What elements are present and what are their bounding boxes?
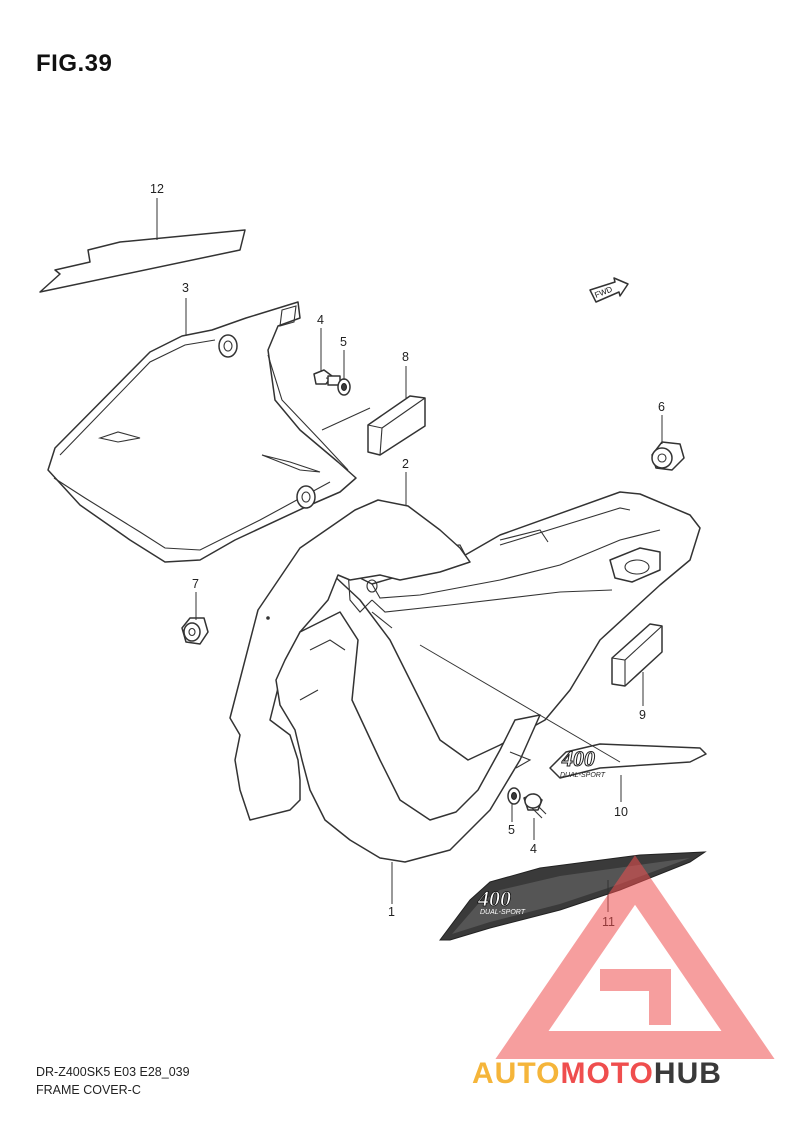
part-6-grommet <box>651 441 685 471</box>
part-5-washer-lower <box>507 787 521 805</box>
callout-3: 3 <box>182 281 189 295</box>
callout-8: 8 <box>402 350 409 364</box>
callout-12: 12 <box>150 182 164 196</box>
figure-caption: FRAME COVER-C <box>36 1083 141 1097</box>
part-10-emblem-decal: 400 DUAL-SPORT <box>549 743 707 779</box>
callout-7: 7 <box>192 577 199 591</box>
watermark-logo: AUTOMOTOHUB <box>472 855 775 1090</box>
callout-2: 2 <box>402 457 409 471</box>
callout-6: 6 <box>658 400 665 414</box>
model-code: DR-Z400SK5 E03 E28_039 <box>36 1065 190 1079</box>
part-4-screw-upper <box>313 369 341 386</box>
callout-1: 1 <box>388 905 395 919</box>
callout-labels: 12 3 4 5 8 6 2 7 9 10 5 4 1 11 <box>150 182 665 929</box>
part-4-screw-lower <box>523 793 547 819</box>
callout-5-upper: 5 <box>340 335 347 349</box>
part-7-grommet <box>181 617 209 645</box>
callout-5-lower: 5 <box>508 823 515 837</box>
watermark-moto: MOTO <box>560 1057 653 1090</box>
fwd-arrow-icon: FWD <box>589 277 629 303</box>
callout-4-upper: 4 <box>317 313 324 327</box>
part-9-cushion <box>611 623 663 687</box>
figure-title: FIG.39 <box>36 50 113 77</box>
callout-4-lower: 4 <box>530 842 537 856</box>
part-5-washer-upper <box>337 378 351 396</box>
callout-10: 10 <box>614 805 628 819</box>
leader-lines <box>156 198 663 912</box>
decal-10-text: DUAL-SPORT <box>560 772 606 779</box>
watermark-text: AUTOMOTOHUB <box>472 1057 722 1090</box>
decal-11-text: DUAL-SPORT <box>480 909 526 916</box>
watermark-hub: HUB <box>654 1057 722 1090</box>
part-12-protector <box>39 229 246 293</box>
part-3-upper-cover <box>47 301 357 563</box>
watermark-auto: AUTO <box>472 1057 560 1090</box>
decal-10-number: 400 <box>561 746 595 771</box>
decal-11-number: 400 <box>477 886 511 911</box>
callout-9: 9 <box>639 708 646 722</box>
part-8-cushion <box>367 395 426 456</box>
part-1-frame-cover <box>229 499 541 863</box>
